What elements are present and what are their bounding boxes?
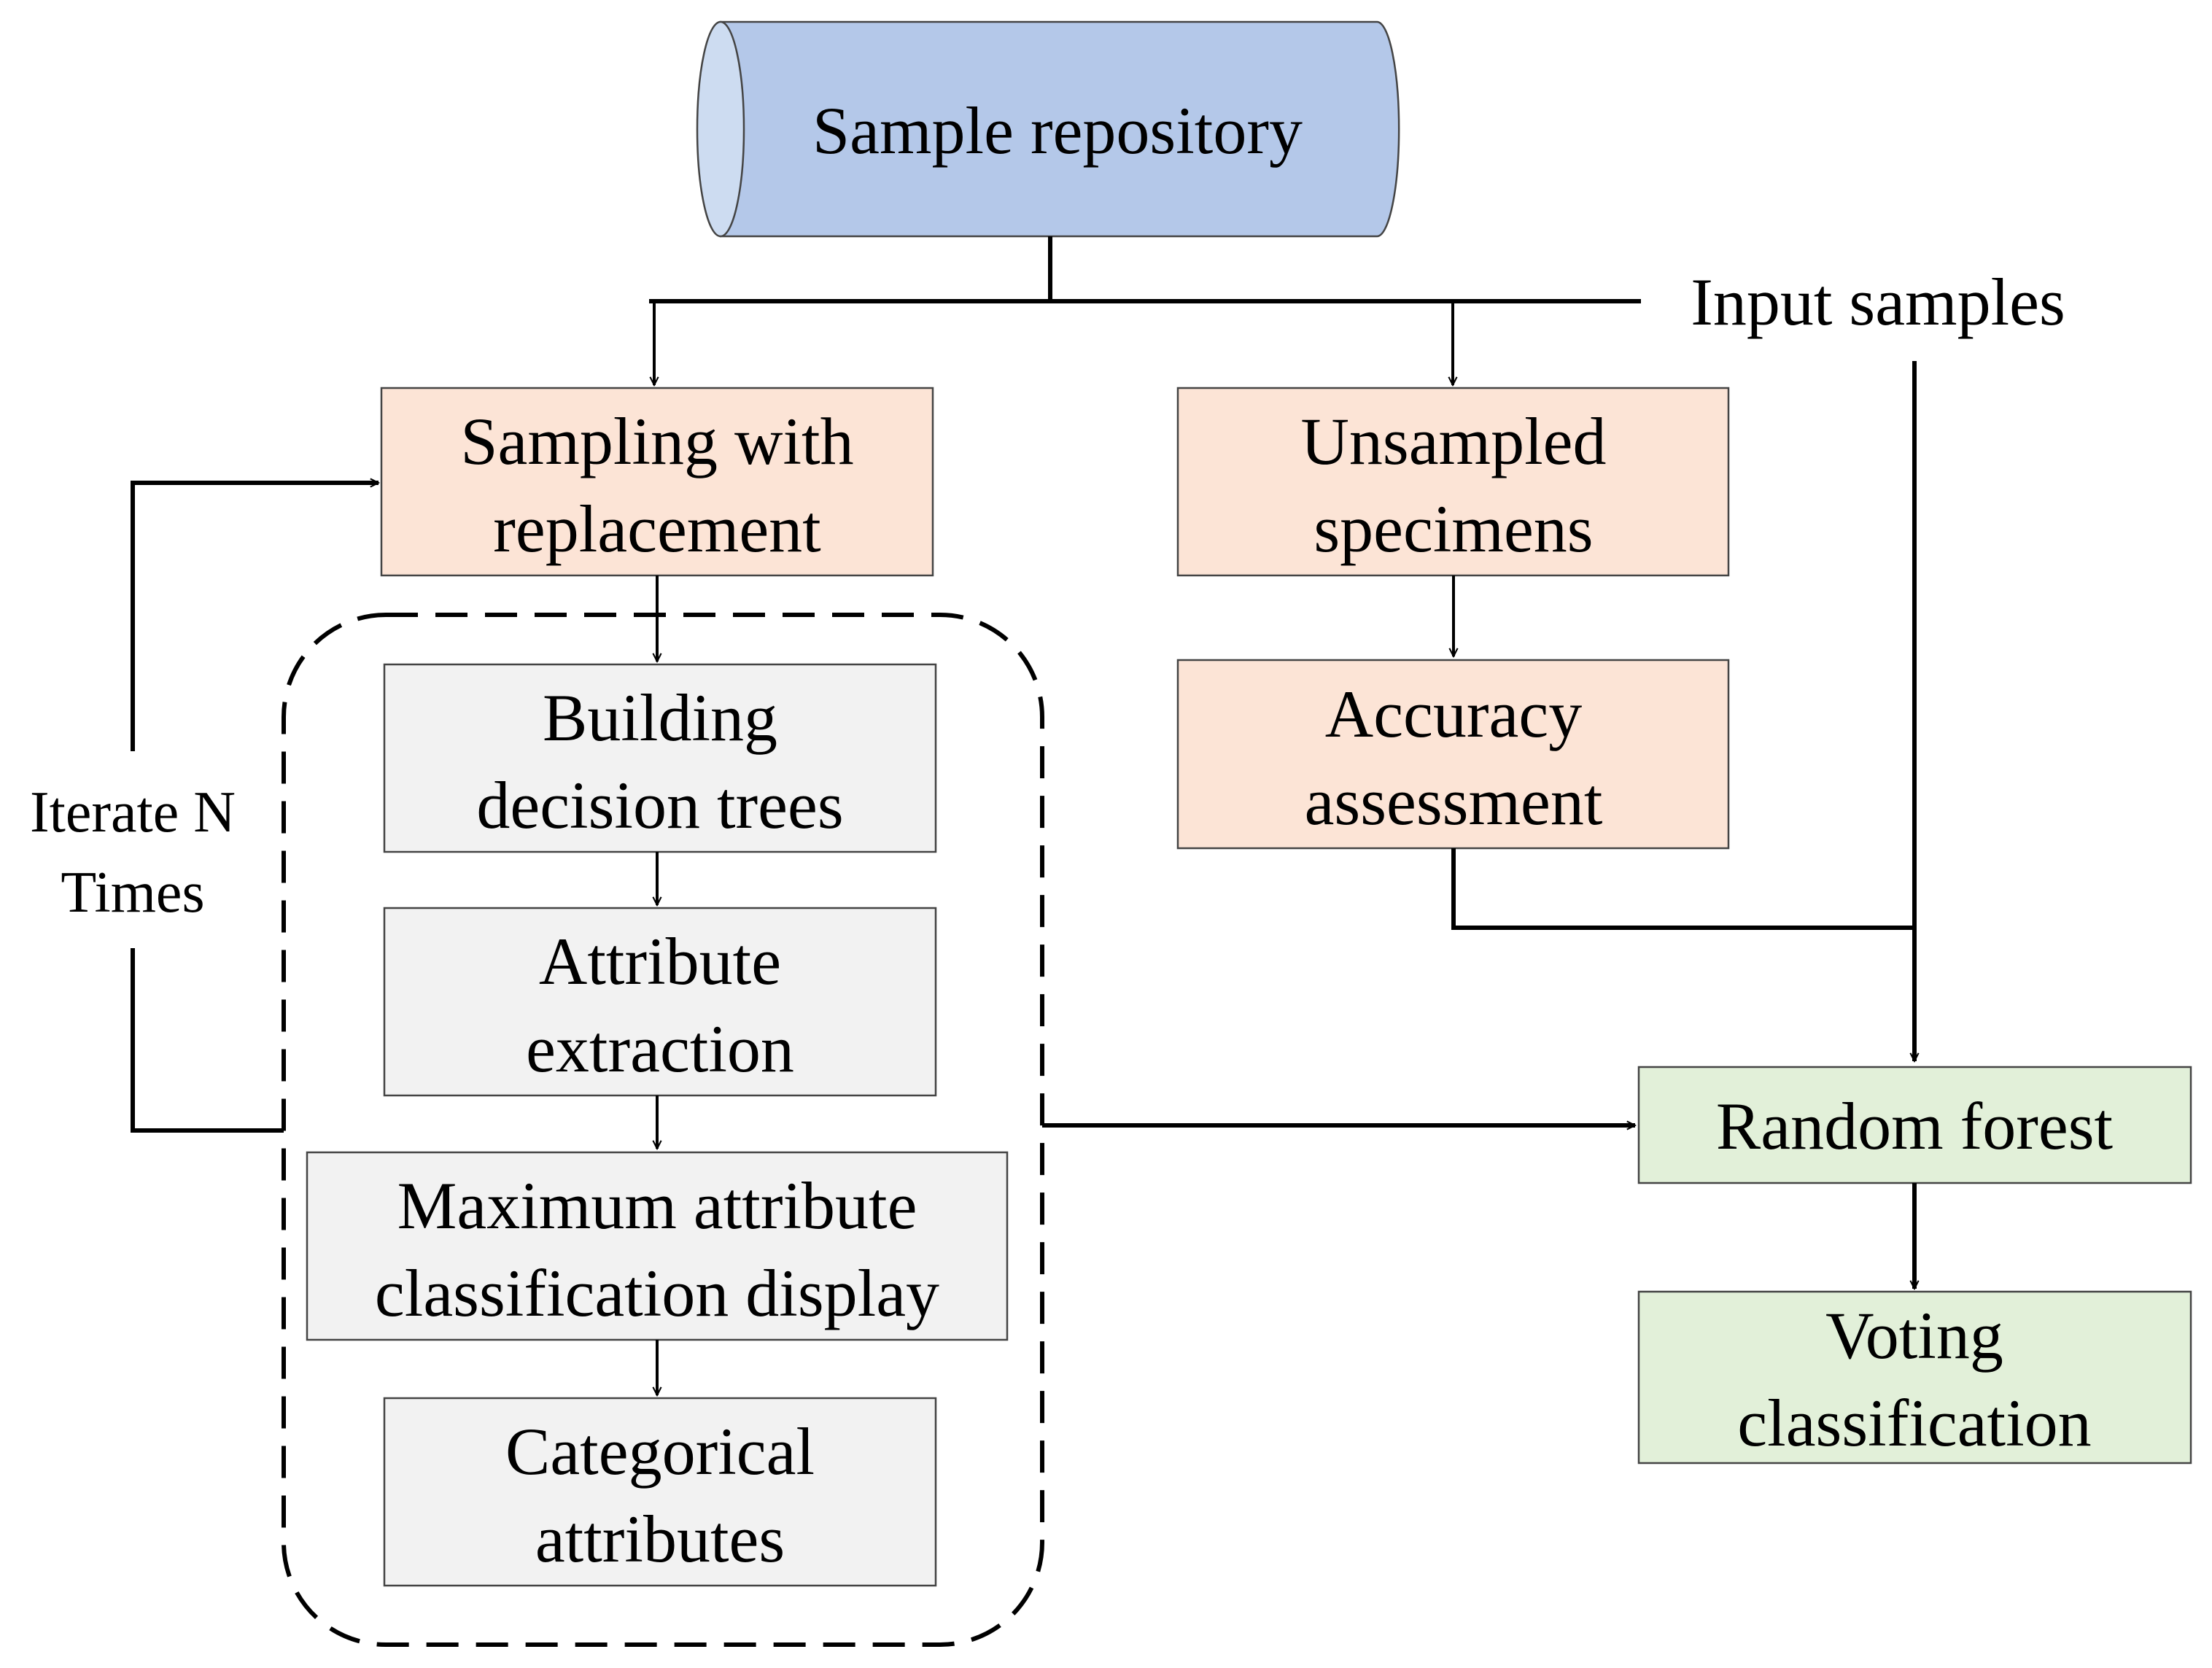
categorical-attributes-node: Categorical attributes — [383, 1397, 937, 1587]
categorical-box — [383, 1397, 937, 1587]
iterate-label-line1: Iterate N — [30, 780, 236, 845]
accuracy-label-line2: assessment — [1305, 764, 1603, 839]
accuracy-box — [1176, 659, 1730, 850]
iterate-loop-upper — [131, 483, 379, 751]
attribute-label-line1: Attribute — [539, 924, 781, 998]
sampling-label-line1: Sampling with — [460, 404, 853, 478]
input-samples-label: Input samples — [1691, 265, 2065, 339]
accuracy-assessment-node: Accuracy assessment — [1176, 659, 1730, 850]
unsampled-specimens-node: Unsampled specimens — [1176, 387, 1730, 577]
repository-label: Sample repository — [812, 93, 1303, 168]
unsampled-label-line1: Unsampled — [1300, 404, 1606, 478]
accuracy-to-junction-line — [1451, 848, 1914, 930]
repository-body — [719, 20, 1400, 238]
random-forest-node: Random forest — [1637, 1066, 2192, 1184]
building-decision-trees-node: Building decision trees — [383, 663, 937, 853]
attribute-box — [383, 907, 937, 1097]
random-forest-label: Random forest — [1716, 1089, 2114, 1163]
attribute-label-line2: extraction — [526, 1012, 794, 1086]
sampling-box — [380, 387, 934, 577]
maximum-attribute-node: Maximum attribute classification display — [306, 1151, 1009, 1341]
voting-label-line2: classification — [1737, 1386, 2091, 1460]
unsampled-label-line2: specimens — [1313, 492, 1593, 566]
building-label-line1: Building — [543, 680, 777, 755]
iterate-loop-lower — [131, 948, 284, 1133]
sampling-label-line2: replacement — [493, 492, 821, 566]
attribute-extraction-node: Attribute extraction — [383, 907, 937, 1097]
sample-repository-node: Sample repository — [696, 20, 1400, 238]
maximum-box — [306, 1151, 1009, 1341]
voting-box — [1637, 1290, 2192, 1465]
unsampled-box — [1176, 387, 1730, 577]
iterate-label-line2: Times — [61, 861, 204, 925]
voting-classification-node: Voting classification — [1637, 1290, 2192, 1465]
accuracy-label-line1: Accuracy — [1325, 677, 1582, 751]
random-forest-box — [1637, 1066, 2192, 1184]
building-box — [383, 663, 937, 853]
sampling-with-replacement-node: Sampling with replacement — [380, 387, 934, 577]
categorical-label-line1: Categorical — [505, 1414, 815, 1489]
categorical-label-line2: attributes — [535, 1502, 785, 1576]
maximum-label-line1: Maximum attribute — [397, 1168, 917, 1243]
voting-label-line1: Voting — [1825, 1298, 2003, 1373]
building-label-line2: decision trees — [476, 768, 843, 842]
maximum-label-line2: classification display — [375, 1256, 939, 1330]
repository-cap — [696, 20, 745, 238]
